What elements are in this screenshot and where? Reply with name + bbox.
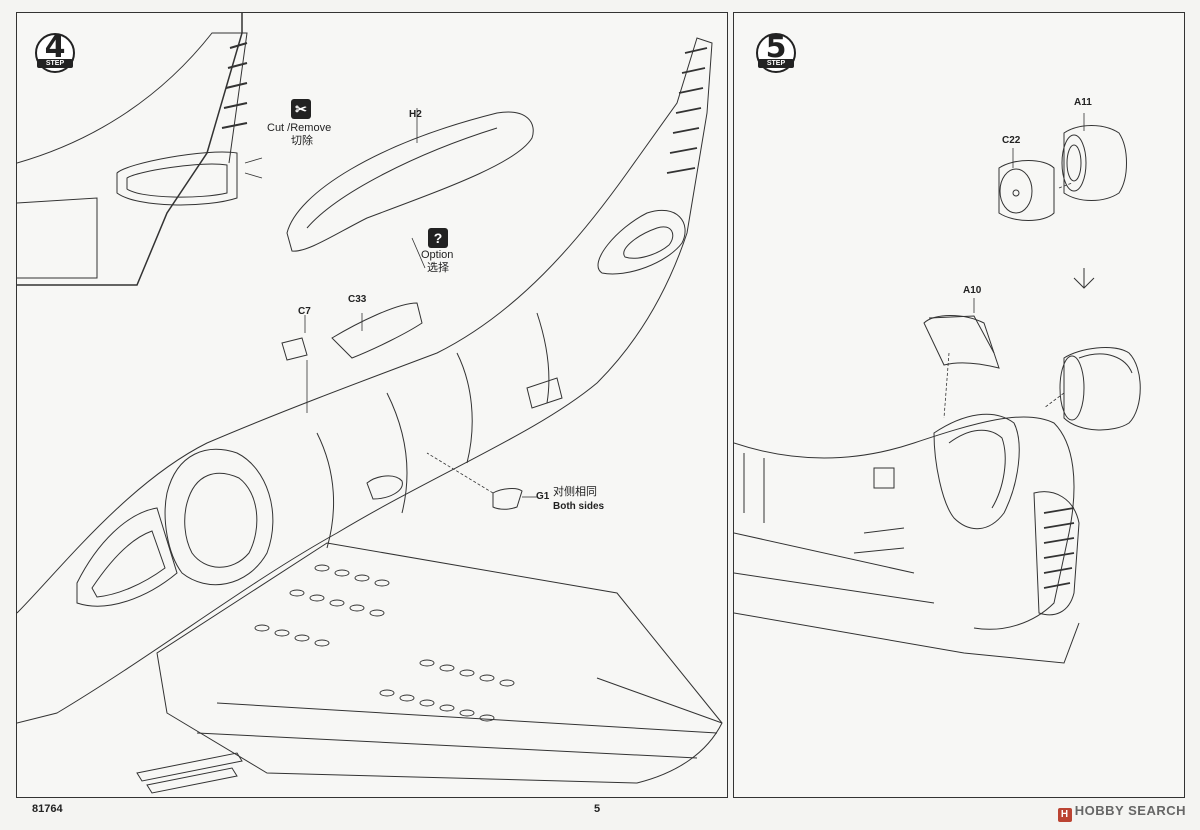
part-h2-label: H2 [409,109,422,120]
step-5-label: STEP [758,59,794,68]
step-5-number: 5 [765,30,787,65]
cut-remove-icon: ✂ [291,99,311,119]
step-5-panel: 5 STEP A11 C22 A10 [733,12,1185,798]
watermark-logo-icon: H [1057,808,1072,822]
step-4-label: STEP [37,59,73,68]
kit-number: 81764 [32,803,63,815]
option-icon: ? [428,228,448,248]
option-label-cn: 选择 [427,262,449,274]
step-4-badge: 4 STEP [35,30,81,79]
step-4-panel: 4 STEP ✂ Cut /Remove 切除 ? Option 选择 H2 C… [16,12,728,798]
part-a11-label: A11 [1074,97,1092,108]
both-sides-label: Both sides [553,501,605,512]
part-c22-label: C22 [1002,135,1021,146]
step-4-number: 4 [44,30,66,65]
part-c7-label: C7 [298,306,311,317]
watermark-text: HOBBY SEARCH [1074,803,1186,818]
part-g1-label: G1 [536,491,550,502]
step-4-illustration [17,13,723,794]
page-number: 5 [594,803,601,815]
cut-remove-label-cn: 切除 [291,135,313,147]
part-a10-label: A10 [963,285,982,296]
step-5-illustration [734,113,1141,664]
option-label: Option [421,249,454,261]
part-c33-label: C33 [348,294,367,305]
both-sides-label-cn: 对侧相同 [553,486,597,498]
step-5-badge: 5 STEP [756,30,802,79]
cut-remove-label: Cut /Remove [267,122,332,134]
